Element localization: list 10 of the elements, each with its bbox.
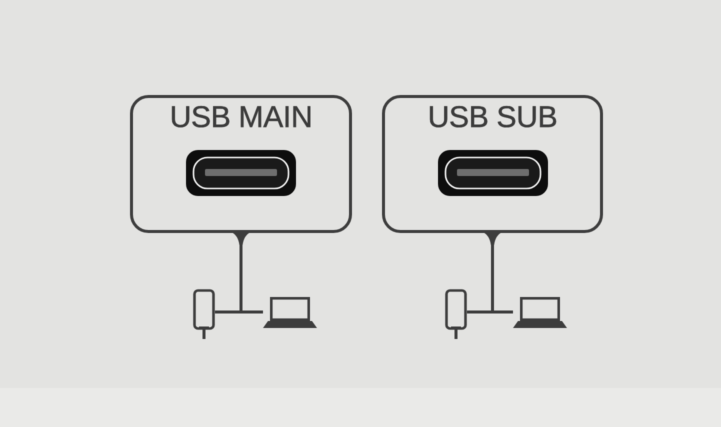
- connector-line: [240, 245, 263, 314]
- laptop-icon: [263, 297, 317, 328]
- port-label: USB MAIN: [170, 103, 312, 133]
- phone-icon: [445, 289, 467, 339]
- laptop-icon: [513, 297, 567, 328]
- phone-icon: [193, 289, 215, 339]
- port-frame: [130, 95, 352, 245]
- port-label: USB SUB: [428, 103, 558, 133]
- connector-line: [491, 245, 513, 314]
- port-frame: [382, 95, 603, 245]
